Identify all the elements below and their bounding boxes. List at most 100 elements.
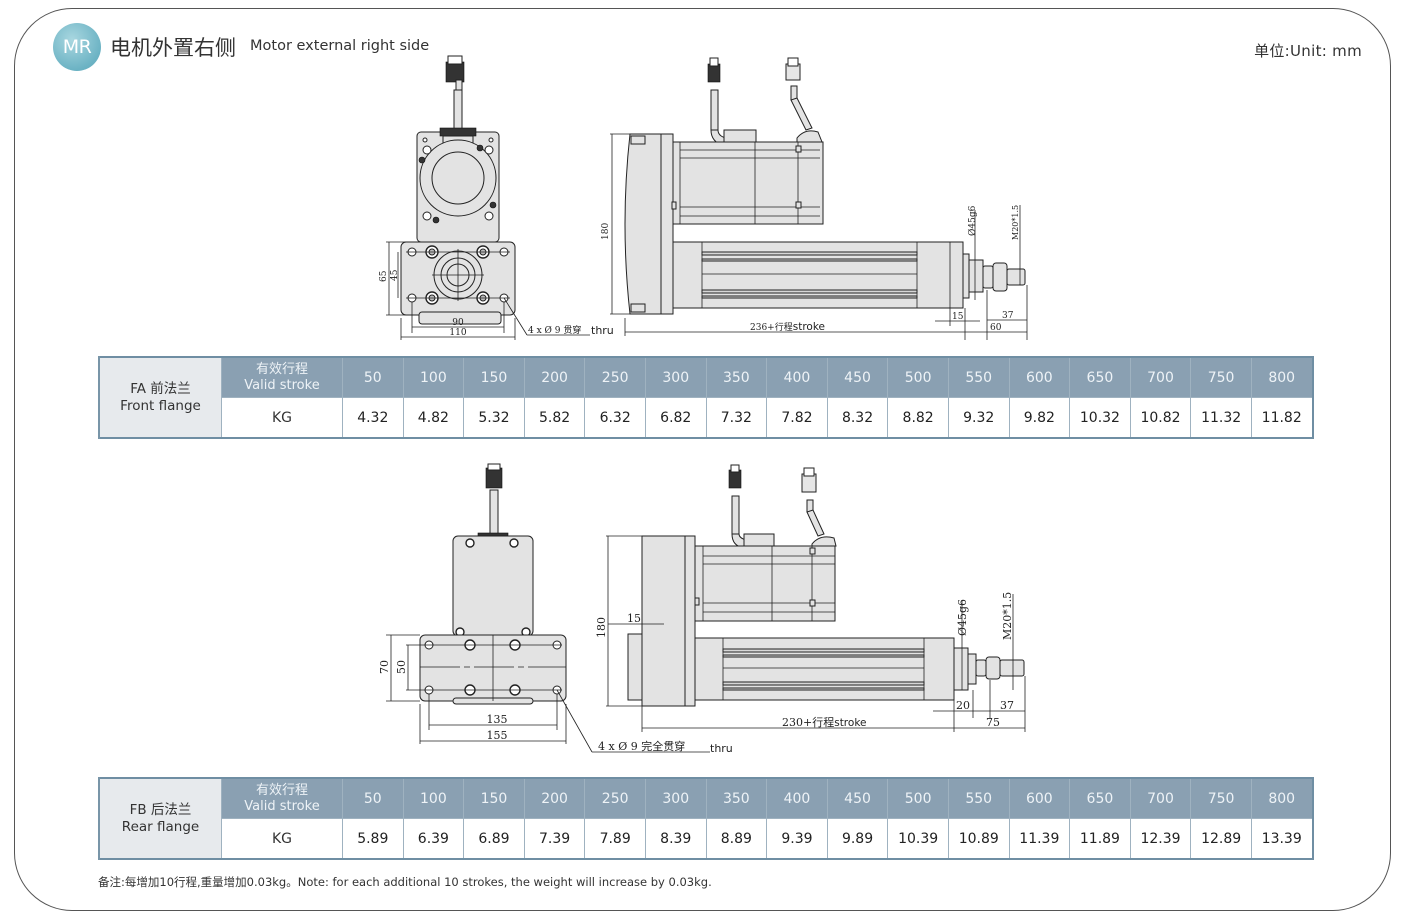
stroke-cell: 450 bbox=[826, 356, 889, 398]
dim-length: 236+行程stroke bbox=[750, 321, 825, 333]
weight-cell: 4.82 bbox=[402, 397, 465, 439]
weight-cell: 10.39 bbox=[887, 818, 949, 860]
weight-cell: 8.39 bbox=[644, 818, 707, 860]
dim-height: 180 bbox=[595, 617, 608, 638]
rear-plate bbox=[641, 535, 687, 707]
weight-cell: 8.82 bbox=[887, 397, 949, 439]
weight-cell: 7.39 bbox=[523, 818, 586, 860]
weight-cell: 13.39 bbox=[1250, 818, 1314, 860]
series-badge: MR bbox=[53, 23, 101, 71]
kg-label: KG bbox=[221, 397, 343, 439]
dim-height-outer: 70 bbox=[378, 660, 391, 674]
table-row: KG 4.32 4.82 5.32 5.82 6.32 6.82 7.32 7.… bbox=[99, 397, 1314, 439]
dim-flange: 15 bbox=[627, 612, 641, 625]
stroke-cell: 200 bbox=[523, 356, 586, 398]
stroke-cell: 400 bbox=[766, 356, 828, 398]
motor-body bbox=[694, 545, 836, 622]
hole-callout: 4 x Ø 9 完全贯穿 bbox=[598, 739, 685, 753]
weight-cell: 11.89 bbox=[1069, 818, 1131, 860]
page-title-cn: 电机外置右侧 bbox=[110, 36, 236, 60]
dim-rod-ext: 60 bbox=[990, 323, 1002, 333]
dim-rod-dia: Ø45g6 bbox=[956, 599, 969, 636]
stroke-cell: 50 bbox=[342, 777, 404, 819]
stroke-cell: 700 bbox=[1129, 356, 1192, 398]
stroke-cell: 650 bbox=[1069, 356, 1131, 398]
weight-cell: 7.32 bbox=[705, 397, 768, 439]
weight-cell: 5.32 bbox=[463, 397, 525, 439]
weight-cell: 10.82 bbox=[1129, 397, 1192, 439]
dim-thread-len: 37 bbox=[1002, 311, 1014, 321]
stroke-cell: 150 bbox=[463, 777, 525, 819]
stroke-cell: 350 bbox=[705, 777, 768, 819]
stroke-cell: 750 bbox=[1190, 777, 1252, 819]
stroke-cell: 150 bbox=[463, 356, 525, 398]
fb-front-view-drawing: 70 50 135 155 4 x Ø 9 完全贯穿 thru bbox=[378, 463, 733, 755]
table-row: KG 5.89 6.39 6.89 7.39 7.89 8.39 8.89 9.… bbox=[99, 818, 1314, 860]
flange-code: FA 前法兰 bbox=[130, 380, 191, 397]
header-en: Valid stroke bbox=[244, 377, 320, 393]
stroke-cell: 650 bbox=[1069, 777, 1131, 819]
stroke-cell: 500 bbox=[887, 356, 949, 398]
dim-rod-flange: 20 bbox=[956, 699, 970, 712]
stroke-cell: 750 bbox=[1190, 356, 1252, 398]
stroke-cell: 50 bbox=[342, 356, 404, 398]
weight-cell: 12.89 bbox=[1190, 818, 1252, 860]
dim-width-outer: 155 bbox=[487, 729, 508, 742]
stroke-cell: 250 bbox=[584, 777, 646, 819]
weight-cell: 8.32 bbox=[826, 397, 889, 439]
weight-cell: 6.89 bbox=[463, 818, 525, 860]
flange-name-en: Rear flange bbox=[121, 818, 200, 835]
stroke-cell: 250 bbox=[584, 356, 646, 398]
stroke-cell: 550 bbox=[947, 356, 1010, 398]
weight-cell: 4.32 bbox=[342, 397, 404, 439]
dim-length: 230+行程stroke bbox=[782, 716, 866, 729]
stroke-cell: 350 bbox=[705, 356, 768, 398]
fb-flange-label: FB 后法兰 Rear flange bbox=[98, 777, 222, 860]
stroke-cell: 100 bbox=[402, 356, 465, 398]
weight-cell: 5.82 bbox=[523, 397, 586, 439]
stroke-cell: 600 bbox=[1008, 777, 1071, 819]
fa-front-view-drawing: 65 45 90 110 4 x Ø 9 贯穿 thru bbox=[379, 55, 614, 340]
unit-label: 单位:Unit: mm bbox=[1254, 42, 1362, 60]
stroke-cell: 600 bbox=[1008, 356, 1071, 398]
stroke-cell: 100 bbox=[402, 777, 465, 819]
weight-cell: 6.82 bbox=[644, 397, 707, 439]
weight-cell: 9.82 bbox=[1008, 397, 1071, 439]
dim-width-inner: 135 bbox=[487, 713, 508, 726]
fa-flange-label: FA 前法兰 Front flange bbox=[98, 356, 222, 439]
page-title-en: Motor external right side bbox=[250, 38, 430, 54]
motor-housing bbox=[452, 535, 534, 637]
dim-rod-flange: 15 bbox=[952, 312, 964, 322]
dim-thread: M20*1.5 bbox=[1011, 205, 1020, 240]
kg-label: KG bbox=[221, 818, 343, 860]
weight-cell: 5.89 bbox=[342, 818, 404, 860]
stroke-cell: 200 bbox=[523, 777, 586, 819]
stroke-cell: 300 bbox=[644, 356, 707, 398]
fb-side-view-drawing: 180 15 230+行程stroke 20 37 75 Ø45g6 M20*1… bbox=[595, 464, 1026, 732]
weight-cell: 12.39 bbox=[1129, 818, 1192, 860]
hole-callout-thru: thru bbox=[710, 742, 733, 755]
dim-thread-len: 37 bbox=[1000, 699, 1014, 712]
header-en: Valid stroke bbox=[244, 798, 320, 814]
flange-code: FB 后法兰 bbox=[129, 801, 192, 818]
dim-width-inner: 90 bbox=[452, 318, 464, 328]
actuator-tube bbox=[694, 637, 955, 701]
connector-icon bbox=[445, 55, 465, 133]
dim-rod-dia: Ø45g6 bbox=[967, 205, 978, 236]
fb-weight-table: FB 后法兰 Rear flange 有效行程 Valid stroke 50 … bbox=[98, 777, 1314, 860]
header-cn: 有效行程 bbox=[255, 361, 308, 377]
weight-cell: 11.32 bbox=[1190, 397, 1252, 439]
table-header-row: FA 前法兰 Front flange 有效行程 Valid stroke 50… bbox=[98, 356, 1314, 439]
dim-height-inner: 50 bbox=[395, 660, 408, 674]
fa-weight-table: FA 前法兰 Front flange 有效行程 Valid stroke 50… bbox=[98, 356, 1314, 439]
dim-height: 180 bbox=[601, 223, 611, 240]
stroke-cell: 450 bbox=[826, 777, 889, 819]
valid-stroke-header: 有效行程 Valid stroke bbox=[221, 356, 343, 398]
dim-thread: M20*1.5 bbox=[1001, 592, 1014, 640]
weight-cell: 9.39 bbox=[766, 818, 828, 860]
stroke-cell: 500 bbox=[887, 777, 949, 819]
page-frame bbox=[14, 8, 1391, 911]
hole-callout-thru: thru bbox=[591, 324, 614, 337]
weight-cell: 6.39 bbox=[402, 818, 465, 860]
stroke-cell: 800 bbox=[1250, 777, 1314, 819]
